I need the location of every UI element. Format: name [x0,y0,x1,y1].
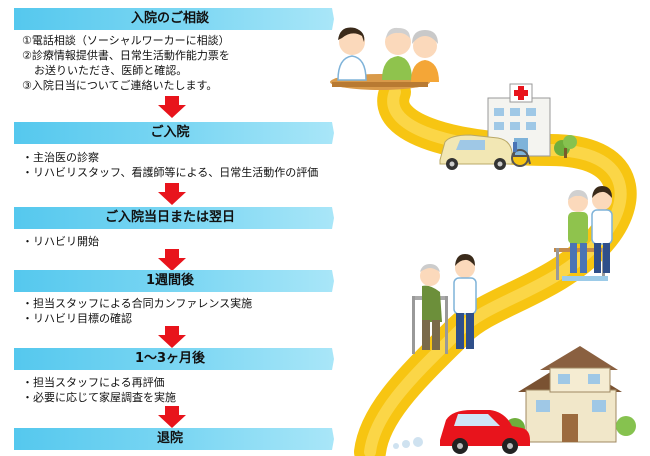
wheelchair-icon [511,142,531,167]
journey-illustration [330,27,637,456]
desc-line: ・担当スタッフによる再評価 [22,376,165,389]
desc-line: お送りいただき、医師と確認。 [34,64,188,77]
step-description-reevaluation: ・担当スタッフによる再評価 ・必要に応じて家屋調査を実施 [22,375,176,405]
step-description-rehab-start: ・リハビリ開始 [22,234,99,249]
desc-line: ・必要に応じて家屋調査を実施 [22,391,176,404]
down-arrow-icon [158,96,186,118]
step-title: ご入院 [150,125,190,140]
car-icon [393,410,530,454]
desc-line: ・リハビリ開始 [22,235,99,248]
down-arrow-icon [158,326,186,348]
walker-rehab-icon [412,254,477,354]
step-title: 退院 [156,431,183,446]
desc-line: ・リハビリ目標の確認 [22,312,132,325]
consultation-icon [330,27,439,90]
step-title: 1～3ヶ月後 [134,351,206,366]
step-banner-rehab-start: ご入院当日または翌日 [14,207,334,229]
desc-line: ②診療情報提供書、日常生活動作能力票を [22,49,230,62]
desc-line: ・主治医の診察 [22,151,99,164]
step-description-admission: ・主治医の診察 ・リハビリスタッフ、看護師等による、日常生活動作の評価 [22,150,318,180]
step-title: 1週間後 [145,273,195,288]
desc-line: ・リハビリスタッフ、看護師等による、日常生活動作の評価 [22,166,319,179]
down-arrow-icon [158,183,186,205]
step-description-consultation: ①電話相談（ソーシャルワーカーに相談） ②診療情報提供書、日常生活動作能力票を … [22,33,230,93]
down-arrow-icon [158,406,186,428]
desc-line: ①電話相談（ソーシャルワーカーに相談） [22,34,230,47]
down-arrow-icon [158,249,186,271]
step-title: 入院のご相談 [130,11,209,26]
step-banner-consultation: 入院のご相談 [14,8,334,30]
desc-line: ③入院日当についてご連絡いたします。 [22,79,218,92]
house-icon [505,346,636,443]
wheelchair-van-icon [439,134,513,170]
walking-rehab-icon [554,186,613,281]
step-title: ご入院当日または翌日 [104,210,235,225]
step-banner-discharge: 退院 [14,428,334,450]
step-description-one-week: ・担当スタッフによる合同カンファレンス実施 ・リハビリ目標の確認 [22,296,252,326]
step-banner-one-week: 1週間後 [14,270,334,292]
step-banner-reevaluation: 1～3ヶ月後 [14,348,334,370]
desc-line: ・担当スタッフによる合同カンファレンス実施 [22,297,253,310]
step-banner-admission: ご入院 [14,122,334,144]
